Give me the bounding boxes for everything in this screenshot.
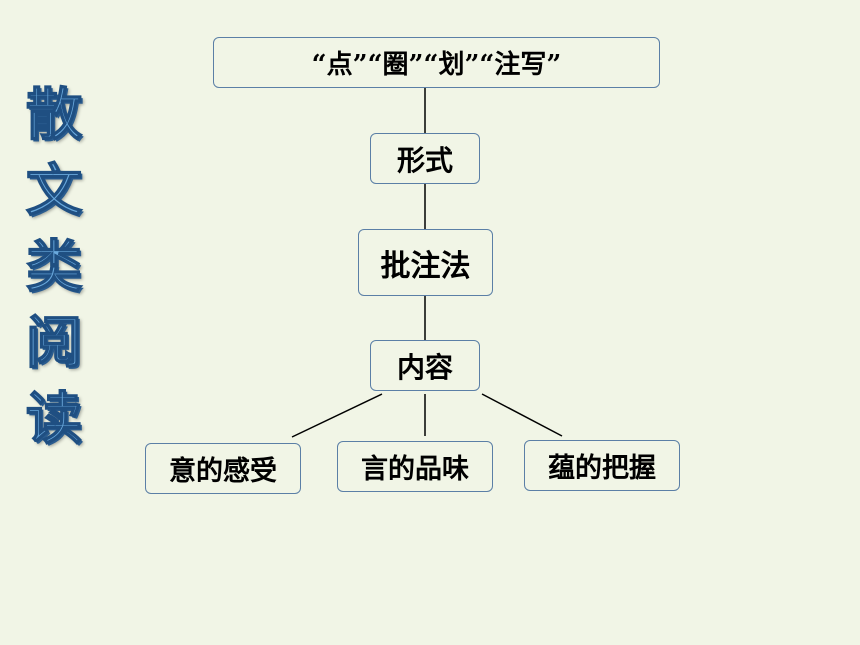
node-form: 形式 [370,133,480,184]
side-title: 散 文 类 阅 读 [22,78,86,458]
node-annotation-method: 批注法 [358,229,493,296]
connector-content-grasp [481,393,563,437]
node-implication-grasp: 蕴的把握 [524,440,680,491]
side-title-char: 读 [25,386,83,453]
side-title-char: 散 [25,82,83,149]
connector-content-feel [291,393,383,438]
side-title-char: 文 [25,158,83,225]
side-title-char: 阅 [25,310,83,377]
side-title-char: 类 [25,234,83,301]
node-annotation-marks: “点”“圈”“划”“注写” [213,37,660,88]
node-meaning-feeling: 意的感受 [145,443,301,494]
node-content: 内容 [370,340,480,391]
node-language-taste: 言的品味 [337,441,493,492]
